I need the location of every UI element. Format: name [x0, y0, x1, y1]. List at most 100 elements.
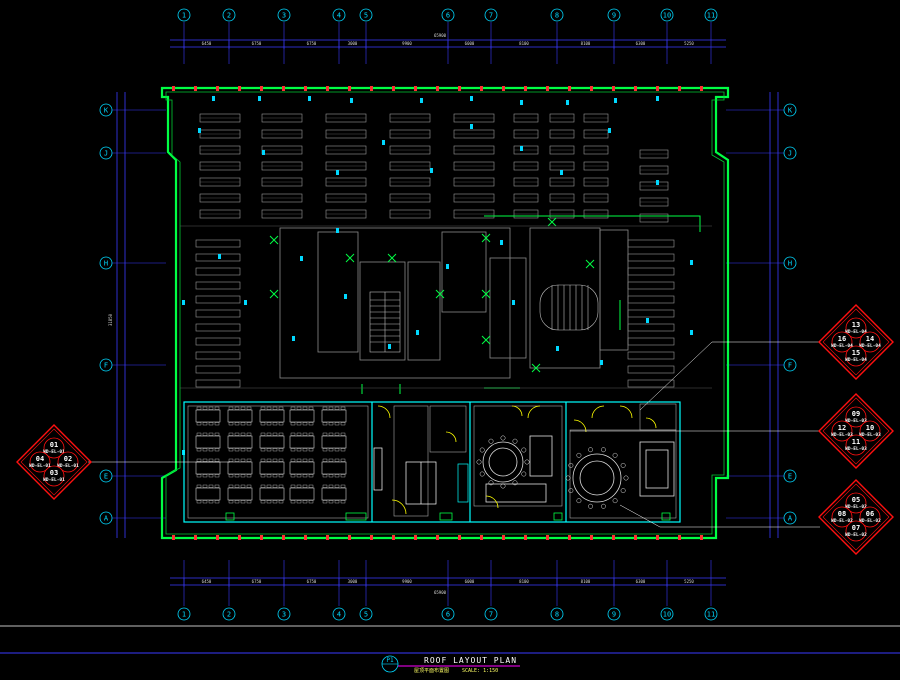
- column-tick: [348, 535, 351, 540]
- grid-bubble-label: 7: [489, 11, 493, 19]
- dining-chair: [340, 484, 346, 488]
- dining-chair: [234, 474, 240, 478]
- column-tick: [392, 86, 395, 91]
- mid-partition: [361, 215, 701, 394]
- grid-bubble-label: 1: [182, 11, 186, 19]
- dining-chair: [302, 432, 308, 436]
- seat-row: [195, 295, 241, 304]
- bottom-grilles: [225, 512, 671, 521]
- key-number: 03: [50, 469, 58, 477]
- dining-chair: [308, 484, 314, 488]
- key-diamond-inner: [822, 397, 890, 465]
- seat-row: [627, 365, 675, 374]
- column-tick: [700, 535, 703, 540]
- dining-chair: [266, 422, 272, 426]
- dining-chair: [266, 500, 272, 504]
- round-chair: [512, 480, 518, 486]
- fixture-marker: [262, 150, 265, 155]
- key-reference: WD-EL-01: [43, 449, 65, 455]
- grid-bubble: [783, 256, 797, 270]
- grid-bubble: [441, 607, 455, 621]
- dining-chair: [278, 474, 284, 478]
- dining-chair: [340, 432, 346, 436]
- round-chair: [565, 475, 571, 481]
- fixture-marker: [566, 100, 569, 105]
- grid-bubble-label: K: [104, 106, 109, 114]
- key-reference: WD-EL-02: [831, 518, 853, 524]
- fixture-marker: [420, 98, 423, 103]
- dining-chair: [334, 484, 340, 488]
- round-chair: [521, 471, 527, 477]
- dining-chair: [322, 406, 328, 410]
- dining-chair: [214, 474, 220, 478]
- dining-chair: [290, 432, 296, 436]
- drawing-title: ROOF LAYOUT PLAN: [424, 656, 517, 665]
- column-tick: [304, 86, 307, 91]
- dimension-segment: 6750: [307, 41, 317, 46]
- dining-chair: [302, 474, 308, 478]
- grid-bubble-label: 11: [707, 610, 715, 618]
- round-chair: [620, 488, 626, 494]
- key-number: 09: [852, 410, 860, 418]
- grid-bubble-label: 2: [227, 11, 231, 19]
- dining-table: [321, 487, 347, 501]
- key-reference: WD-EL-02: [845, 504, 867, 510]
- dining-chair: [246, 422, 252, 426]
- grid-bubble-label: 3: [282, 11, 286, 19]
- dining-table: [289, 435, 315, 449]
- column-tick: [216, 86, 219, 91]
- elevation-leaders: [88, 341, 820, 528]
- dining-chair: [214, 406, 220, 410]
- dining-chair: [302, 406, 308, 410]
- grid-bubble-label: A: [104, 514, 109, 522]
- grid-bubble-label: E: [788, 472, 792, 480]
- seat-row: [627, 281, 675, 290]
- fixture-marker: [690, 260, 693, 265]
- dining-chair: [234, 484, 240, 488]
- key-circle: [43, 437, 65, 459]
- column-tick: [546, 535, 549, 540]
- grid-bubble: [99, 256, 113, 270]
- column-tick: [480, 86, 483, 91]
- grid-bubble: [704, 8, 718, 22]
- dining-table: [227, 487, 253, 501]
- dining-chair: [322, 432, 328, 436]
- dining-chair: [246, 458, 252, 462]
- dining-chair: [340, 458, 346, 462]
- column-tick: [238, 535, 241, 540]
- grid-bubble: [607, 607, 621, 621]
- dining-chair: [290, 458, 296, 462]
- grid-bubble-label: 3: [282, 610, 286, 618]
- round-table-chairs: [476, 435, 629, 509]
- dining-chair: [340, 422, 346, 426]
- upper-ceiling-lines: [180, 225, 712, 389]
- seat-row: [627, 323, 675, 332]
- grid-bubble-label: 11: [707, 11, 715, 19]
- dining-chair: [208, 500, 214, 504]
- dimension-segment: 5250: [684, 41, 694, 46]
- dining-chair: [266, 484, 272, 488]
- grid-bubble-label: H: [104, 259, 108, 267]
- dining-chair: [208, 458, 214, 462]
- dining-table: [195, 409, 221, 423]
- dining-chair: [202, 484, 208, 488]
- dining-chair: [240, 406, 246, 410]
- seat-row: [627, 267, 675, 276]
- private-dining-round-2: [572, 441, 675, 503]
- grid-bubble: [99, 103, 113, 117]
- key-diamond: [818, 479, 894, 555]
- round-chair: [620, 462, 626, 468]
- dimension-segment: 6750: [252, 579, 262, 584]
- key-circle: [831, 420, 853, 442]
- dining-chair: [272, 458, 278, 462]
- grid-bubble-label: 8: [555, 610, 559, 618]
- grid-bubble: [99, 146, 113, 160]
- key-diamond: [818, 393, 894, 469]
- grid-bubble: [550, 607, 564, 621]
- grid-bubble-label: 6: [446, 11, 450, 19]
- column-tick: [326, 535, 329, 540]
- fixture-marker: [608, 128, 611, 133]
- stair-left: [369, 291, 401, 353]
- dining-chair: [290, 406, 296, 410]
